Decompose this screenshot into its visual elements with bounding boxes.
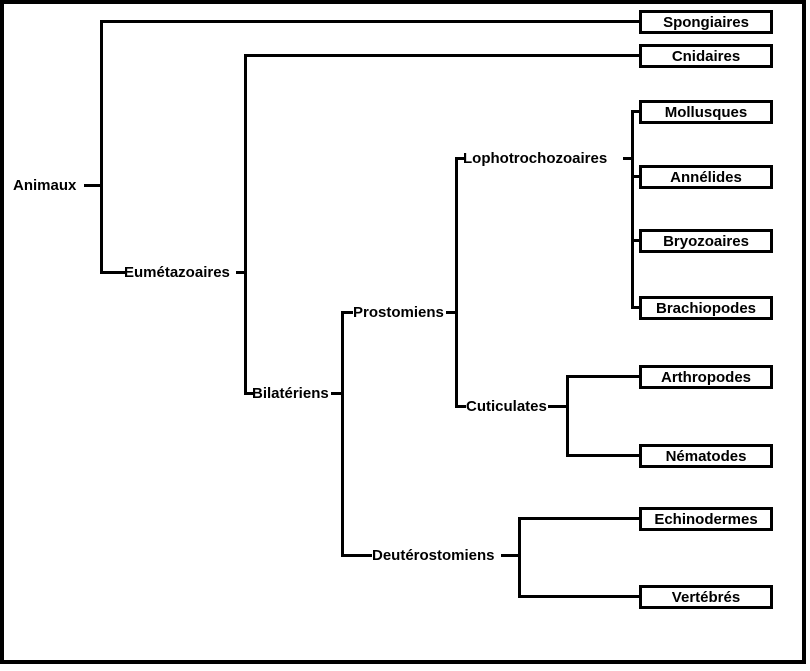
edge-eumetazoaires-stem	[236, 271, 246, 274]
edge-lophotrochozoaires-vertical	[631, 110, 634, 309]
edge-to-nematodes	[566, 454, 641, 457]
edge-lophotrochozoaires-stem	[623, 157, 634, 160]
edge-animaux-stem	[84, 184, 101, 187]
node-label-eumetazoaires: Eumétazoaires	[124, 264, 230, 281]
node-label-deuterostomiens: Deutérostomiens	[372, 547, 495, 564]
edge-to-deuterostomiens	[341, 554, 372, 557]
leaf-label-vertebres: Vertébrés	[671, 588, 741, 606]
edge-animaux-vertical	[100, 20, 103, 274]
leaf-label-bryozoaires: Bryozoaires	[663, 232, 749, 250]
edge-to-spongiaires	[100, 20, 639, 23]
edge-to-vertebres	[518, 595, 641, 598]
leaf-box-echinodermes: Echinodermes	[639, 507, 773, 531]
edge-cuticulates-vertical	[566, 375, 569, 457]
edge-to-eumetazoaires	[100, 271, 125, 274]
edge-prostomiens-stem	[446, 311, 458, 314]
leaf-box-vertebres: Vertébrés	[639, 585, 773, 609]
leaf-box-mollusques: Mollusques	[639, 100, 773, 124]
leaf-label-nematodes: Nématodes	[665, 447, 747, 465]
leaf-label-spongiaires: Spongiaires	[663, 13, 749, 31]
leaf-box-annelides: Annélides	[639, 165, 773, 189]
edge-to-cnidaires	[244, 54, 639, 57]
edge-to-lophotrochozoaires	[455, 157, 464, 160]
leaf-label-mollusques: Mollusques	[664, 103, 748, 121]
node-label-prostomiens: Prostomiens	[353, 304, 444, 321]
leaf-label-echinodermes: Echinodermes	[654, 510, 758, 528]
edge-bilateriens-vertical	[341, 311, 344, 557]
edge-to-prostomiens	[341, 311, 353, 314]
edge-eumetazoaires-vertical	[244, 54, 247, 395]
edge-bilateriens-stem	[331, 392, 344, 395]
edge-to-bryozoaires	[631, 239, 640, 242]
edge-to-brachiopodes	[631, 306, 640, 309]
leaf-box-bryozoaires: Bryozoaires	[639, 229, 773, 253]
edge-to-echinodermes	[518, 517, 641, 520]
edge-to-annelides	[631, 175, 640, 178]
leaf-box-cnidaires: Cnidaires	[639, 44, 773, 68]
edge-to-cuticulates	[455, 405, 466, 408]
edge-deuterostomiens-vertical	[518, 517, 521, 598]
edge-cuticulates-stem	[548, 405, 569, 408]
edge-to-mollusques	[631, 110, 640, 113]
leaf-box-spongiaires: Spongiaires	[639, 10, 773, 34]
leaf-label-arthropodes: Arthropodes	[661, 368, 751, 386]
leaf-box-brachiopodes: Brachiopodes	[639, 296, 773, 320]
leaf-label-annelides: Annélides	[670, 168, 742, 186]
leaf-box-arthropodes: Arthropodes	[639, 365, 773, 389]
leaf-box-nematodes: Nématodes	[639, 444, 773, 468]
leaf-label-cnidaires: Cnidaires	[671, 47, 741, 65]
edge-prostomiens-vertical	[455, 157, 458, 408]
edge-deuterostomiens-stem	[501, 554, 520, 557]
node-label-cuticulates: Cuticulates	[466, 398, 547, 415]
edge-to-arthropodes	[566, 375, 641, 378]
node-label-animaux: Animaux	[13, 177, 77, 194]
node-label-lophotrochozoaires: Lophotrochozoaires	[463, 150, 608, 167]
node-label-bilateriens: Bilatériens	[252, 385, 329, 402]
leaf-label-brachiopodes: Brachiopodes	[655, 299, 757, 317]
edge-to-bilateriens	[244, 392, 253, 395]
